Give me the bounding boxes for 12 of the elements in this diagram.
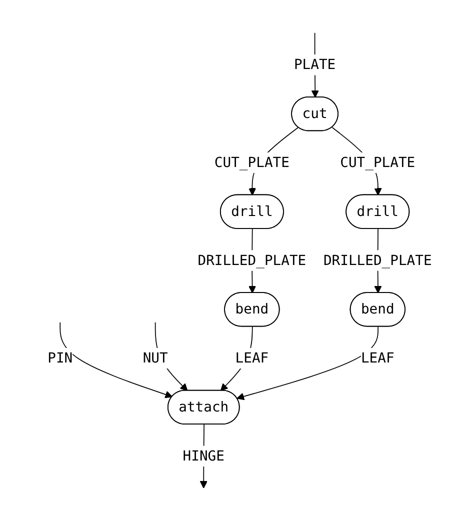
edge-label: PIN <box>48 350 73 366</box>
edge-label: CUT_PLATE <box>214 154 290 170</box>
edge-label: CUT_PLATE <box>340 154 416 170</box>
edge-label: LEAF <box>360 350 394 366</box>
edge-label: DRILLED_PLATE <box>323 252 432 268</box>
edge-label: LEAF <box>235 350 269 366</box>
edge-label: DRILLED_PLATE <box>198 252 306 268</box>
arrow <box>236 326 378 400</box>
edge-label: PLATE <box>294 56 336 73</box>
edge-label: NUT <box>142 350 168 366</box>
arrow <box>60 322 173 398</box>
edge-label: HINGE <box>182 447 224 464</box>
